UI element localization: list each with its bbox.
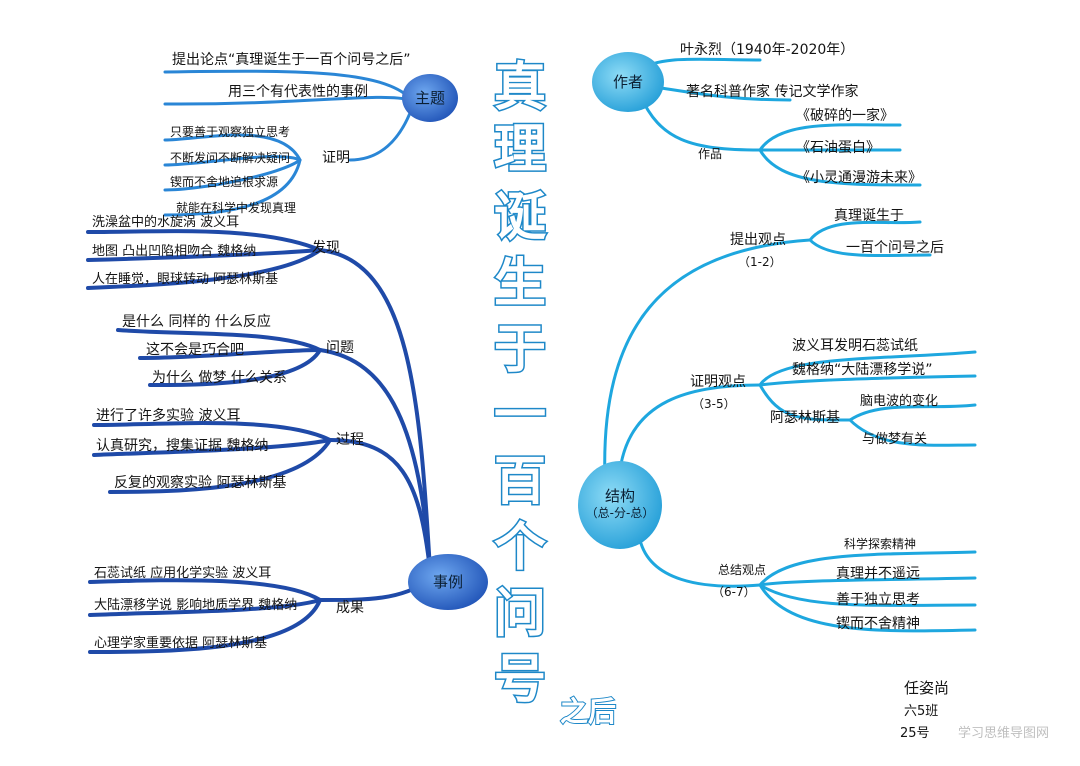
process-item-1: 进行了许多实验 波义耳	[96, 408, 241, 424]
theme-proof-item-4: 就能在科学中发现真理	[176, 201, 297, 215]
summary-item-4: 锲而不舍精神	[836, 616, 920, 632]
result-item-2: 大陆漂移学说 影响地质学界 魏格纳	[94, 598, 298, 613]
author-node[interactable]: 作者	[592, 52, 664, 112]
examples-node-shape	[408, 554, 488, 610]
process-item-2: 认真研究，搜集证据 魏格纳	[96, 438, 269, 454]
theme-item-2: 用三个有代表性的事例	[228, 84, 368, 100]
author-name: 叶永烈（1940年-2020年）	[680, 42, 855, 58]
discover-item-3: 人在睡觉，眼球转动 阿瑟林斯基	[92, 272, 279, 287]
summary-item-3: 善于独立思考	[836, 592, 920, 608]
structure-node-sublabel: （总-分-总）	[585, 506, 655, 520]
example-branches	[86, 229, 432, 654]
structure-branches	[603, 220, 977, 633]
title-char-10: 号	[492, 649, 547, 710]
title-char-6: 一	[492, 385, 547, 446]
summary-item-2: 真理并不遥远	[836, 566, 920, 582]
title-suffix: 之后	[559, 694, 617, 729]
theme-branches	[163, 69, 414, 217]
examples-node-label: 事例	[432, 572, 463, 591]
title-char-7: 百	[492, 451, 547, 512]
title-char-9: 问	[492, 583, 547, 644]
intro-range: （1-2）	[738, 255, 782, 269]
proof-item-2: 魏格纳“大陆漂移学说”	[792, 362, 933, 378]
title-char-4: 生	[492, 253, 547, 314]
proof-range: （3-5）	[692, 397, 736, 411]
theme-proof-item-1: 只要善于观察独立思考	[170, 125, 291, 139]
theme-proof-item-3: 锲而不舍地追根求源	[170, 175, 279, 189]
examples-node[interactable]: 事例	[408, 554, 488, 610]
process-label: 过程	[336, 432, 364, 448]
discover-item-2: 地图 凸出凹陷相吻合 魏格纳	[92, 244, 257, 259]
signature-name: 任姿尚	[904, 679, 950, 697]
signature-class: 六5班	[904, 704, 939, 719]
structure-node-label: 结构	[604, 487, 635, 505]
question-item-2: 这不会是巧合吧	[146, 342, 244, 358]
summary-range: （6-7）	[712, 585, 756, 599]
intro-item-1: 真理诞生于	[834, 208, 904, 224]
question-item-3: 为什么 做梦 什么关系	[152, 370, 287, 386]
question-label: 问题	[326, 340, 354, 356]
proof-sub-2: 与做梦有关	[862, 432, 928, 447]
theme-proof-label: 证明	[322, 150, 350, 166]
watermark: 学习思维导图网	[958, 726, 1050, 741]
theme-node-shape	[402, 74, 458, 122]
proof-sub-1: 脑电波的变化	[860, 394, 939, 409]
process-item-3: 反复的观察实验 阿瑟林斯基	[114, 475, 287, 491]
summary-item-1: 科学探索精神	[844, 537, 917, 551]
author-role: 著名科普作家 传记文学作家	[686, 84, 859, 100]
proof-label: 证明观点	[690, 374, 746, 390]
discover-item-1: 洗澡盆中的水旋涡 波义耳	[92, 215, 240, 230]
author-node-shape	[592, 52, 664, 112]
title-char-8: 个	[492, 517, 547, 578]
work-item-2: 《石油蛋白》	[796, 140, 880, 156]
theme-proof-item-2: 不断发问不断解决疑问	[170, 151, 291, 165]
author-node-label: 作者	[612, 72, 643, 91]
theme-node[interactable]: 主题	[402, 74, 458, 122]
summary-label: 总结观点	[718, 563, 767, 577]
theme-item-1: 提出论点“真理诞生于一百个问号之后”	[172, 52, 411, 68]
works-label: 作品	[698, 147, 723, 161]
work-item-1: 《破碎的一家》	[796, 108, 894, 124]
result-item-3: 心理学家重要依据 阿瑟林斯基	[94, 636, 268, 651]
title-char-5: 于	[492, 319, 547, 380]
structure-node-shape	[578, 461, 662, 549]
result-label: 成果	[336, 600, 364, 616]
work-item-3: 《小灵通漫游未来》	[796, 170, 922, 186]
structure-node[interactable]: 结构 （总-分-总）	[578, 461, 662, 549]
title-char-3: 诞	[492, 187, 547, 248]
intro-item-2: 一百个问号之后	[846, 240, 944, 256]
signature-number: 25号	[900, 726, 930, 741]
question-item-1: 是什么 同样的 什么反应	[122, 314, 271, 330]
intro-label: 提出观点	[730, 232, 786, 248]
result-item-1: 石蕊试纸 应用化学实验 波义耳	[94, 566, 272, 581]
discover-label: 发现	[312, 240, 340, 256]
title-char-2: 理	[492, 119, 547, 180]
theme-node-label: 主题	[414, 88, 445, 107]
proof-item-3: 阿瑟林斯基	[770, 410, 840, 426]
title-char-1: 真	[492, 57, 547, 118]
proof-item-1: 波义耳发明石蕊试纸	[792, 338, 918, 354]
